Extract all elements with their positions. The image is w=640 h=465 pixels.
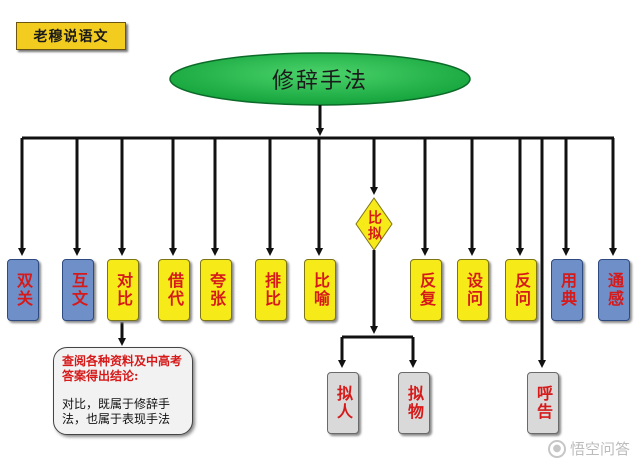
box-fanwen: 反问 bbox=[505, 259, 537, 321]
center-label: 修辞手法 bbox=[271, 69, 368, 94]
box-duibi: 对比 bbox=[107, 259, 139, 321]
drop-arrows bbox=[18, 138, 617, 256]
note-heading: 查阅各种资料及中高考答案得出结论: bbox=[62, 354, 183, 383]
title-tag: 老穆说语文 bbox=[16, 22, 126, 50]
box-shuangguan: 双关 bbox=[7, 259, 39, 321]
decision-label: 比拟 bbox=[366, 210, 382, 242]
box-niwu: 拟物 bbox=[398, 372, 430, 434]
box-kuazhang: 夸张 bbox=[200, 259, 232, 321]
chat-bubble-icon: ● bbox=[547, 439, 566, 458]
note-body: 对比，既属于修辞手法，也属于表现手法 bbox=[62, 397, 171, 426]
box-tonggan: 通感 bbox=[598, 259, 630, 321]
box-biyu: 比喻 bbox=[304, 259, 336, 321]
box-yongdian: 用典 bbox=[551, 259, 583, 321]
watermark: ● 悟空问答 bbox=[547, 438, 630, 459]
box-fanfu: 反复 bbox=[410, 259, 442, 321]
note-box: 查阅各种资料及中高考答案得出结论: 对比，既属于修辞手法，也属于表现手法 bbox=[53, 347, 193, 435]
watermark-text: 悟空问答 bbox=[569, 440, 630, 458]
box-jiedai: 借代 bbox=[158, 259, 190, 321]
box-niren: 拟人 bbox=[327, 372, 359, 434]
box-paibi: 排比 bbox=[255, 259, 287, 321]
box-huwen: 互文 bbox=[62, 259, 94, 321]
box-hugao: 呼告 bbox=[527, 372, 559, 434]
box-shewen: 设问 bbox=[457, 259, 489, 321]
